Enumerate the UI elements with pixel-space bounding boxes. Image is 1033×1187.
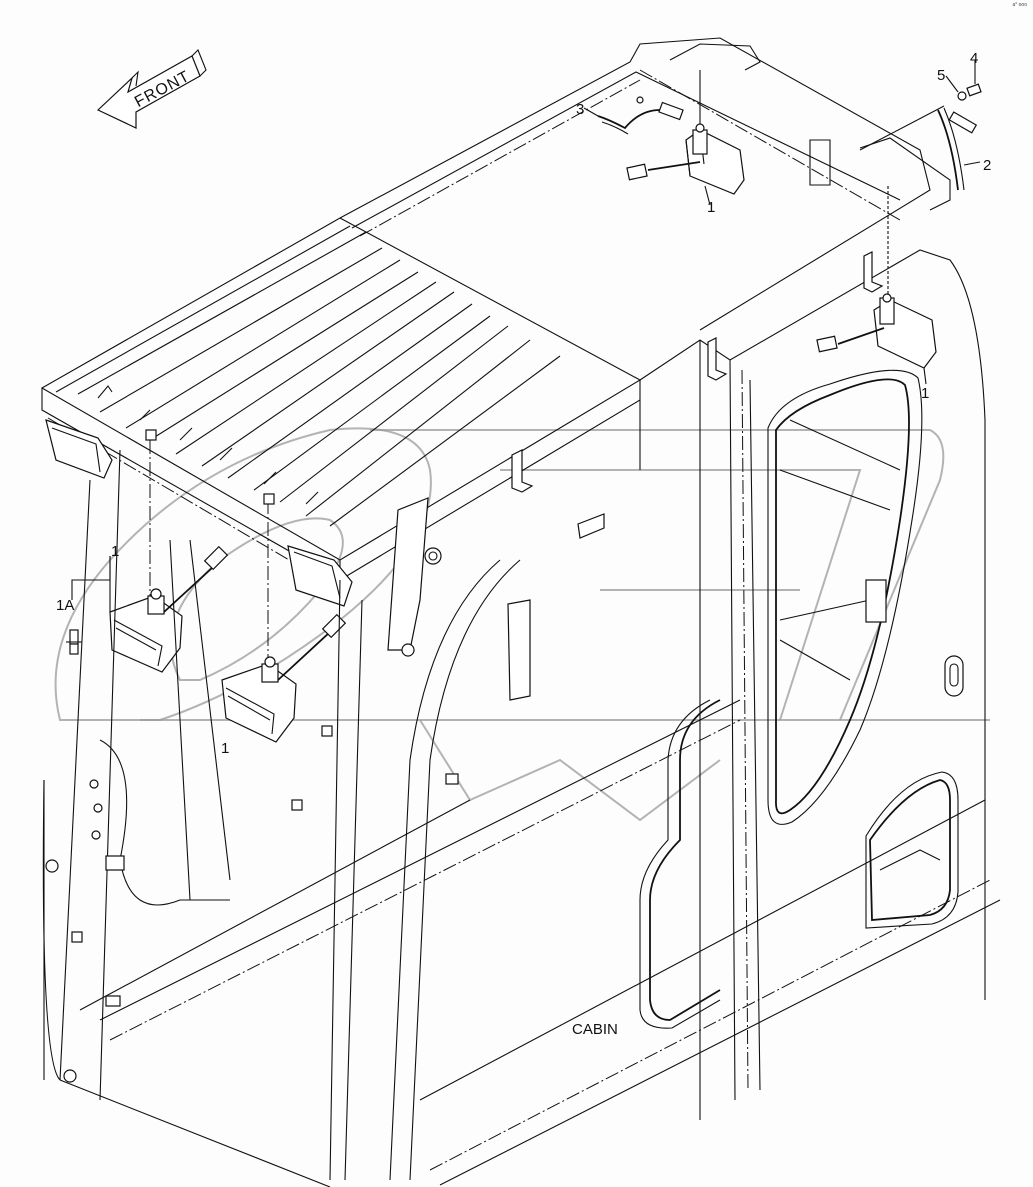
front-lamps-mounted <box>45 419 353 607</box>
rear-work-lamp-right <box>816 186 937 385</box>
harness-2 <box>937 107 981 191</box>
left-door-hinge <box>45 539 231 1083</box>
front-work-lamp-lower <box>221 613 347 743</box>
door-grab-handle <box>639 699 721 1029</box>
cabin-roof <box>339 37 951 331</box>
callout-3: 3 <box>576 101 585 118</box>
rear-work-lamp-top <box>626 123 745 206</box>
front-guard-grille <box>40 217 642 680</box>
harness-3 <box>583 96 684 135</box>
callout-1-rear-right: 1 <box>921 385 930 402</box>
cabin-label: CABIN <box>572 1021 618 1038</box>
cabin-brackets <box>71 251 884 1007</box>
callout-2: 2 <box>983 157 992 174</box>
callout-1-rear-top: 1 <box>707 199 716 216</box>
callout-4: 4 <box>970 50 979 67</box>
front-pillar-bracket <box>387 497 442 657</box>
cabin-body <box>42 249 1001 1187</box>
cabin-rear-window <box>865 771 959 929</box>
front-arrow-icon <box>96 49 207 129</box>
bolt-4-and-washer-5 <box>859 60 982 151</box>
callout-1A: 1A <box>56 597 75 614</box>
cabin-side-window <box>767 369 923 825</box>
callout-1-front-lower: 1 <box>221 740 230 757</box>
callout-1-front-left: 1 <box>111 543 120 560</box>
door-handle-grip <box>944 655 964 697</box>
callout-5: 5 <box>937 67 946 84</box>
front-work-lamp-upper <box>109 545 229 673</box>
bulb-1A-icon <box>66 556 111 655</box>
corner-mark: a° ooo <box>1012 2 1027 8</box>
